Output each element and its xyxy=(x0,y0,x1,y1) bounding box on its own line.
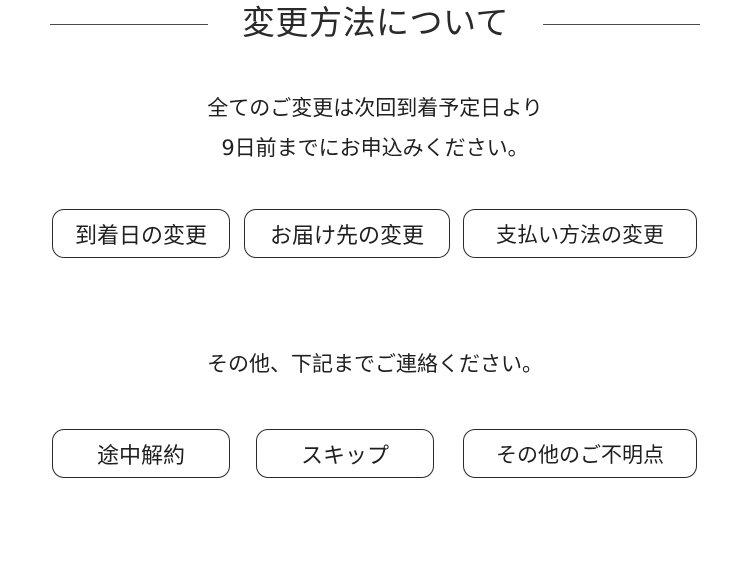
heading-divider-right xyxy=(543,24,700,25)
skip-button[interactable]: スキップ xyxy=(256,429,434,478)
intro-line-2: 9日前までにお申込みください。 xyxy=(221,136,529,160)
heading-divider-left xyxy=(50,24,208,25)
intro-line-1: 全てのご変更は次回到着予定日より xyxy=(207,96,543,120)
change-payment-method-button[interactable]: 支払い方法の変更 xyxy=(463,209,697,258)
intro-text: 全てのご変更は次回到着予定日より 9日前までにお申込みください。 xyxy=(0,88,750,168)
section-heading: 変更方法について xyxy=(0,0,750,46)
section-title: 変更方法について xyxy=(241,3,509,42)
change-arrival-date-button[interactable]: 到着日の変更 xyxy=(52,209,230,258)
other-contact-note: その他、下記までご連絡ください。 xyxy=(207,352,543,376)
cancel-subscription-button[interactable]: 途中解約 xyxy=(52,429,230,478)
other-questions-button[interactable]: その他のご不明点 xyxy=(463,429,697,478)
change-delivery-address-button[interactable]: お届け先の変更 xyxy=(244,209,450,258)
